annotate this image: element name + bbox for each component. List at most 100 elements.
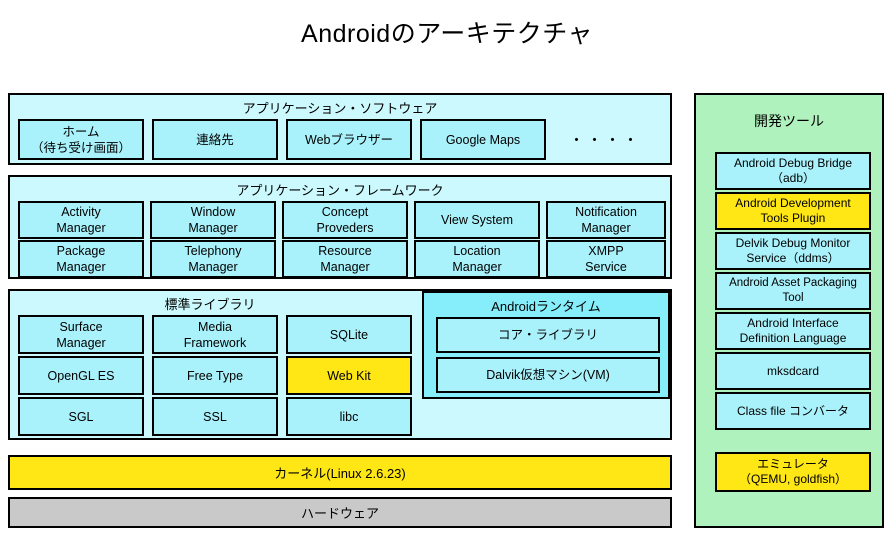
framework-box-resource-manager-line1: Resource xyxy=(318,244,372,258)
framework-box-activity-manager[interactable]: Activity Manager xyxy=(18,201,144,239)
app-box-home[interactable]: ホーム （待ち受け画面） xyxy=(18,119,144,160)
tool-box-class-file-converter[interactable]: Class file コンバータ xyxy=(715,392,871,430)
runtime-box-core-library[interactable]: コア・ライブラリ xyxy=(436,317,660,353)
library-box-ssl[interactable]: SSL xyxy=(152,397,278,436)
kernel-label: カーネル(Linux 2.6.23) xyxy=(274,466,406,481)
framework-box-telephony-manager-line2: Manager xyxy=(188,260,238,274)
app-box-google-maps[interactable]: Google Maps xyxy=(420,119,546,160)
tool-box-mksdcard[interactable]: mksdcard xyxy=(715,352,871,390)
tool-box-android-debug-bridge-line2: （adb） xyxy=(770,171,816,185)
app-box-contacts[interactable]: 連絡先 xyxy=(152,119,278,160)
hardware-bar[interactable]: ハードウェア xyxy=(8,497,672,528)
tool-box-mksdcard-line1: mksdcard xyxy=(766,363,819,378)
library-box-media-framework-line2: Framework xyxy=(183,335,247,350)
libraries-layer: 標準ライブラリ Surface Manager Media Framework … xyxy=(8,289,672,440)
library-box-free-type-line1: Free Type xyxy=(186,368,244,383)
framework-box-notification-manager[interactable]: Notification Manager xyxy=(546,201,666,239)
application-software-layer: アプリケーション・ソフトウェア ホーム （待ち受け画面） 連絡先 Webブラウザ… xyxy=(8,93,672,165)
tool-box-android-asset-packaging-tool-line2: Tool xyxy=(782,292,804,304)
framework-box-location-manager[interactable]: Location Manager xyxy=(414,240,540,278)
framework-box-window-manager[interactable]: Window Manager xyxy=(150,201,276,239)
framework-box-activity-manager-line2: Manager xyxy=(56,221,106,235)
framework-box-resource-manager-line2: Manager xyxy=(320,260,370,274)
framework-box-package-manager-line2: Manager xyxy=(56,260,106,274)
app-box-home-line2: （待ち受け画面） xyxy=(30,140,131,155)
tool-box-emulator-line2: （QEMU, goldfish） xyxy=(738,472,848,486)
framework-box-window-manager-line2: Manager xyxy=(188,221,238,235)
library-box-opengl-es-line1: OpenGL ES xyxy=(47,368,115,383)
framework-box-location-manager-line1: Location xyxy=(453,244,501,258)
tool-box-android-interface-definition-language-line1: Android Interface xyxy=(747,316,839,330)
page-title: Androidのアーキテクチャ xyxy=(301,20,593,48)
tool-box-android-development-tools-plugin-line1: Android Development xyxy=(735,196,851,210)
framework-box-view-system-line1: View System xyxy=(440,213,513,227)
library-box-free-type[interactable]: Free Type xyxy=(152,356,278,395)
library-box-surface-manager-line1: Surface xyxy=(59,319,103,334)
android-runtime-panel: Androidランタイム コア・ライブラリ Dalvik仮想マシン(VM) xyxy=(422,291,670,399)
framework-box-xmpp-service[interactable]: XMPP Service xyxy=(546,240,666,278)
library-box-libc[interactable]: libc xyxy=(286,397,412,436)
framework-box-telephony-manager[interactable]: Telephony Manager xyxy=(150,240,276,278)
framework-box-concept-proveders-line1: Concept xyxy=(321,205,369,219)
library-box-web-kit[interactable]: Web Kit xyxy=(286,356,412,395)
app-box-home-line1: ホーム xyxy=(62,124,100,139)
framework-box-location-manager-line2: Manager xyxy=(452,260,502,274)
app-ellipsis: ・・・・ xyxy=(568,132,641,149)
library-box-opengl-es[interactable]: OpenGL ES xyxy=(18,356,144,395)
tool-box-android-development-tools-plugin[interactable]: Android Development Tools Plugin xyxy=(715,192,871,230)
app-box-contacts-line1: 連絡先 xyxy=(196,132,234,147)
tool-box-android-interface-definition-language-line2: Definition Language xyxy=(739,331,847,345)
library-box-media-framework[interactable]: Media Framework xyxy=(152,315,278,354)
kernel-bar[interactable]: カーネル(Linux 2.6.23) xyxy=(8,455,672,490)
framework-box-notification-manager-line1: Notification xyxy=(575,205,637,219)
framework-box-xmpp-service-line1: XMPP xyxy=(588,244,624,258)
framework-layer-title: アプリケーション・フレームワーク xyxy=(236,183,444,198)
library-box-sgl[interactable]: SGL xyxy=(18,397,144,436)
app-box-browser[interactable]: Webブラウザー xyxy=(286,119,412,160)
development-tools-panel: 開発ツール Android Debug Bridge （adb） Android… xyxy=(694,93,884,528)
tool-box-android-debug-bridge-line1: Android Debug Bridge xyxy=(733,156,853,170)
application-framework-layer: アプリケーション・フレームワーク Activity Manager Window… xyxy=(8,175,672,279)
framework-box-notification-manager-line2: Manager xyxy=(581,221,631,235)
tool-box-android-asset-packaging-tool-line1: Android Asset Packaging xyxy=(729,277,857,289)
library-box-libc-line1: libc xyxy=(339,409,359,424)
framework-box-view-system[interactable]: View System xyxy=(414,201,540,239)
framework-box-activity-manager-line1: Activity xyxy=(61,205,101,219)
framework-box-package-manager-line1: Package xyxy=(56,244,106,258)
library-box-web-kit-line1: Web Kit xyxy=(327,368,371,383)
tool-box-delvik-debug-monitor-service-line2: Service（ddms） xyxy=(746,251,840,265)
tool-box-android-development-tools-plugin-line2: Tools Plugin xyxy=(760,211,826,225)
hardware-label: ハードウェア xyxy=(300,506,379,521)
framework-box-concept-proveders[interactable]: Concept Proveders xyxy=(282,201,408,239)
library-box-sqlite[interactable]: SQLite xyxy=(286,315,412,354)
framework-box-concept-proveders-line2: Proveders xyxy=(316,221,374,235)
app-box-browser-line1: Webブラウザー xyxy=(305,132,393,147)
tool-box-emulator-line1: エミュレータ xyxy=(757,457,829,471)
tool-box-delvik-debug-monitor-service[interactable]: Delvik Debug Monitor Service（ddms） xyxy=(715,232,871,270)
framework-box-telephony-manager-line1: Telephony xyxy=(184,244,242,258)
libraries-layer-title: 標準ライブラリ xyxy=(164,297,256,312)
development-tools-title: 開発ツール xyxy=(754,113,824,129)
library-box-surface-manager-line2: Manager xyxy=(56,335,106,350)
app-box-google-maps-line1: Google Maps xyxy=(445,132,521,147)
runtime-box-core-library-line1: コア・ライブラリ xyxy=(497,328,598,342)
runtime-box-dalvik-vm-line1: Dalvik仮想マシン(VM) xyxy=(486,368,610,382)
runtime-box-dalvik-vm[interactable]: Dalvik仮想マシン(VM) xyxy=(436,357,660,393)
tool-box-emulator[interactable]: エミュレータ （QEMU, goldfish） xyxy=(715,452,871,492)
tool-box-android-asset-packaging-tool[interactable]: Android Asset Packaging Tool xyxy=(715,272,871,310)
framework-box-resource-manager[interactable]: Resource Manager xyxy=(282,240,408,278)
library-box-ssl-line1: SSL xyxy=(203,409,227,424)
application-layer-title: アプリケーション・ソフトウェア xyxy=(242,101,438,116)
library-box-sgl-line1: SGL xyxy=(68,409,94,424)
tool-box-android-interface-definition-language[interactable]: Android Interface Definition Language xyxy=(715,312,871,350)
tool-box-android-debug-bridge[interactable]: Android Debug Bridge （adb） xyxy=(715,152,871,190)
framework-box-window-manager-line1: Window xyxy=(190,205,236,219)
library-box-media-framework-line1: Media xyxy=(197,319,233,334)
tool-box-class-file-converter-line1: Class file コンバータ xyxy=(736,403,849,418)
android-runtime-title: Androidランタイム xyxy=(491,299,601,314)
library-box-surface-manager[interactable]: Surface Manager xyxy=(18,315,144,354)
library-box-sqlite-line1: SQLite xyxy=(329,327,369,342)
tool-box-delvik-debug-monitor-service-line1: Delvik Debug Monitor xyxy=(735,236,851,250)
framework-box-package-manager[interactable]: Package Manager xyxy=(18,240,144,278)
framework-box-xmpp-service-line2: Service xyxy=(585,260,627,274)
